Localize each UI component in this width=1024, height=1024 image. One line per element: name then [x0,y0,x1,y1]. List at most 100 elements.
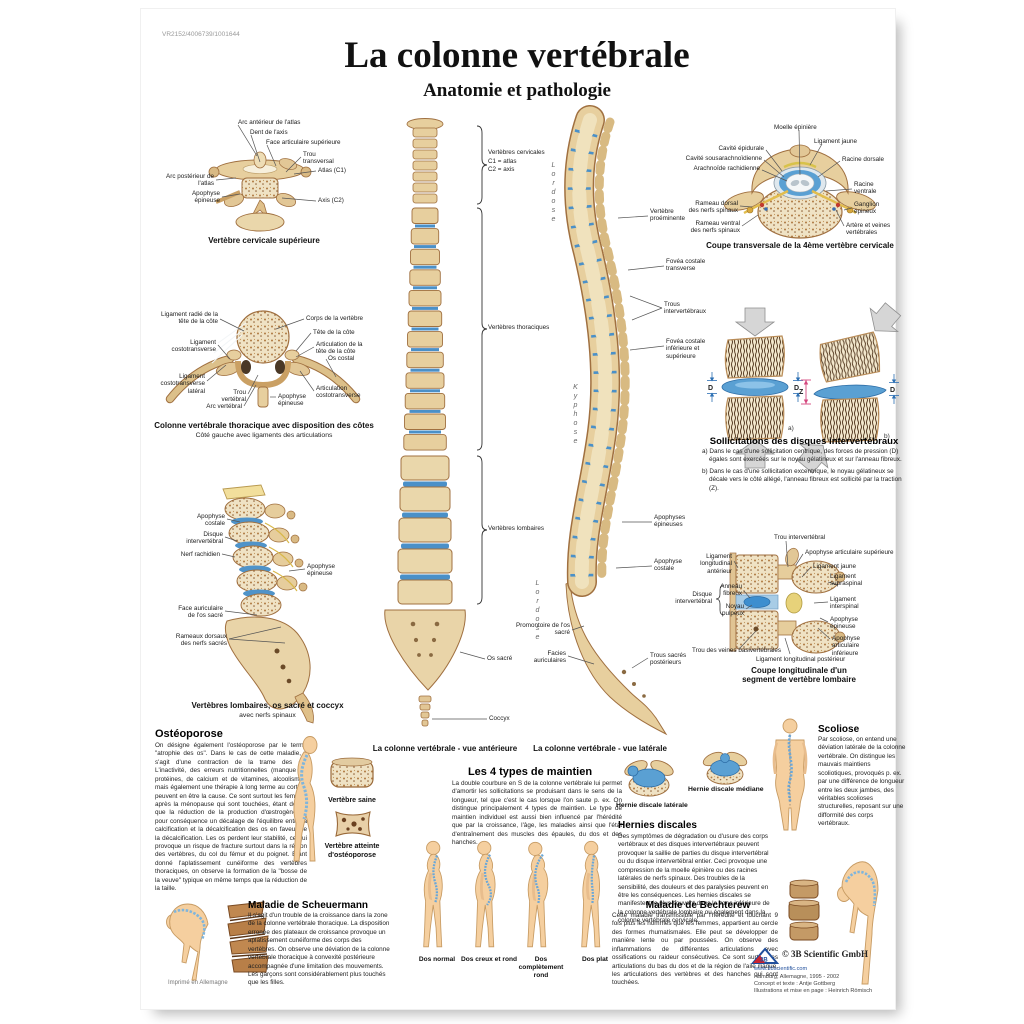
bechterew-person-illustration [837,861,879,985]
label-trous-intervertebraux: Trous intervertébraux [664,301,706,316]
lateral-spine-illustration [564,105,668,736]
label-apophyse-articulaire-inf: Apophyse articulaire inférieure [832,635,861,657]
heading-scoliose: Scoliose [818,724,860,735]
label-face-auriculaire-sacre: Face auriculaire de l'os sacré [178,605,223,620]
marker-d-b: D [890,387,895,394]
osteoporotic-vertebra-illustration [335,811,371,837]
label-racine-dorsale: Racine dorsale [842,156,885,163]
figure-disc-solicitation: D D Z D a) b) Sollicitations des disques… [698,302,910,498]
text-scoliose: Par scoliose, on entend une déviation la… [818,736,906,828]
text-bechterew: Cette maladie transmissible par l'hérédi… [612,912,778,987]
label-facies-auriculaire: Facies auriculaires [533,650,566,665]
label-axis-c2: Axis (C2) [318,197,344,204]
caption-lumbar: Vertèbres lombaires, os sacré et coccyx [191,701,344,710]
label-apophyse-articulaire-sup: Apophyse articulaire supérieure [805,549,894,556]
label-fovea-costale-transverse: Fovéa costale transverse [666,258,706,273]
lumbar-sacrum-illustration [221,484,314,724]
label-c1-atlas: C1 = atlas [488,158,517,165]
label-os-costal: Os costal [328,355,355,362]
osteoporosis-person-illustration [293,736,318,862]
subcaption-lumbar: avec nerfs spinaux [239,712,296,719]
caption-hernie-mediane: Hernie discale médiane [688,786,764,793]
caption-dos-creux-rond: Dos creux et rond [460,956,518,963]
footer-line1: Hamburg, Allemagne, 1995 - 2002 [754,974,840,980]
vertebra-barrel-stack-illustration [788,879,820,941]
label-moelle-epiniere: Moelle épinière [774,124,817,131]
thoracic-vertebra-illustration [165,310,361,408]
label-fovea-costale-inf-sup: Fovéa costale inférieure et supérieure [666,338,706,360]
text-osteoporose: On désigne également l'ostéoporose par l… [155,742,307,893]
label-ligament-longitudinal-posterieur: Ligament longitudinal postérieur [756,656,846,663]
label-disque-intervertebral-lumbar: Disque intervertébral [186,531,223,546]
posture-creux-rond-illustration [475,840,496,948]
label-vertebre-proeminente: Vertèbre proéminente [650,208,686,223]
label-apophyse-costale-lumbar: Apophyse costale [196,513,225,528]
label-arc-posterieur-atlas: Arc postérieur de l'atlas [166,173,214,188]
svg-text:3B: 3B [760,958,768,964]
label-atlas-c1: Atlas (C1) [318,167,346,174]
text-hernies-discales: Des symptômes de dégradation ou d'usure … [618,833,770,925]
label-racine-ventrale: Racine ventrale [854,181,877,196]
figure-cross-section: Moelle épinière Ligament jaune Cavité ép… [686,115,908,255]
label-vertebres-lombaires: Vertèbres lombaires [488,525,544,532]
heading-scheuermann: Maladie de Scheuermann [248,900,369,911]
label-coccyx: Coccyx [489,715,510,722]
figure-lumbar-sacrum: Apophyse costale Disque intervertébral N… [165,475,370,727]
figure-thoracic-vertebra: Ligament radié de la tête de la côte Cor… [154,303,374,453]
label-lordose-cervicale: Lordose [550,162,557,225]
figure-cervical-vertebra: Arc antérieur de l'atlas Dent de l'axis … [160,116,368,254]
wedge-vertebrae-stack-illustration [227,901,269,973]
printed-note: Imprimé en Allemagne [168,980,228,986]
stooped-person-illustration [166,903,209,981]
heading-hernies-discales: Hernies discales [618,820,697,831]
figure-anterior-spine: Vertèbres cervicales C1 = atlas C2 = axi… [370,112,555,767]
caption-vertebre-saine: Vertèbre saine [328,797,376,804]
label-apophyse-epineuse-long: Apophyse épineuse [830,616,859,631]
figure-longitudinal-section: Trou intervertébral Apophyse articulaire… [675,523,908,685]
label-cavite-epidurale: Cavité épidurale [718,145,764,152]
heading-maintien: Les 4 types de maintien [467,766,593,778]
caption-cross-section: Coupe transversale de la 4ème vertèbre c… [706,241,894,250]
label-trous-sacres-posterieurs: Trous sacrés postérieurs [650,652,687,667]
heading-sollicitations: Sollicitations des disques intervertébra… [709,436,899,447]
label-trou-vertebral: Trou vertébral [221,389,247,404]
caption-anterior-spine: La colonne vertébrale - vue antérieure [372,744,518,753]
footer-line2: Concept et texte : Antje Gottberg [754,981,836,987]
scoliosis-person-illustration [772,718,808,831]
marker-d-right: D [794,385,799,392]
3b-scientific-logo: 3B [750,947,780,964]
median-hernia-illustration [702,751,748,785]
label-arc-anterieur-atlas: Arc antérieur de l'atlas [238,119,301,126]
text-sollicitation-a: a) Dans le cas d'une sollicitation centr… [702,448,902,464]
marker-d-left: D [708,385,713,392]
label-arc-vertebral: Arc vertébral [206,403,242,410]
label-corps-vertebre: Corps de la vertèbre [306,315,364,322]
caption-dos-plat: Dos plat [581,956,608,963]
footer-line3: Illustrations et mise en page : Heinrich… [754,988,873,994]
label-os-sacre: Os sacré [487,655,513,662]
label-rameau-ventral: Rameau ventral des nerfs spinaux [690,220,740,235]
label-articulation-tete-cote: Articulation de la tête de la côte [316,341,363,356]
text-sollicitation-b: b) Dans le cas d'une sollicitation excen… [702,468,902,492]
label-trou-transversal: Trou transversal [303,151,334,166]
caption-hernie-laterale: Hernie discale latérale [616,802,688,809]
posture-rond-illustration [527,841,549,948]
label-ligament-longitudinal-anterieur: Ligament longitudinal antérieur [700,553,732,575]
label-rameau-dorsal: Rameau dorsal des nerfs spinaux [688,200,738,215]
label-dent-axis: Dent de l'axis [250,129,288,136]
label-ligament-costotransverse: Ligament costotransverse [171,339,216,354]
label-ligament-jaune-cs: Ligament jaune [814,138,858,145]
caption-longitudinal-2: segment de vertèbre lombaire [742,675,856,684]
marker-z: Z [799,389,804,396]
label-ligament-radie: Ligament radié de la tête de la côte [160,311,218,326]
heading-bechterew: Maladie de Bechterew [645,900,751,911]
poster-title: La colonne vertébrale [344,35,690,76]
anterior-spine-illustration [384,118,488,727]
disc-solicitation-illustration: D D Z D a) b) [707,302,902,474]
label-ligament-jaune-long: Ligament jaune [813,563,857,570]
label-apophyse-epineuse-lumbar: Apophyse épineuse [307,563,336,578]
heading-osteoporose: Ostéoporose [155,728,223,740]
label-arachnoide: Arachnoïde rachidienne [693,165,760,172]
label-trou-intervertebral: Trou intervertébral [774,534,826,541]
